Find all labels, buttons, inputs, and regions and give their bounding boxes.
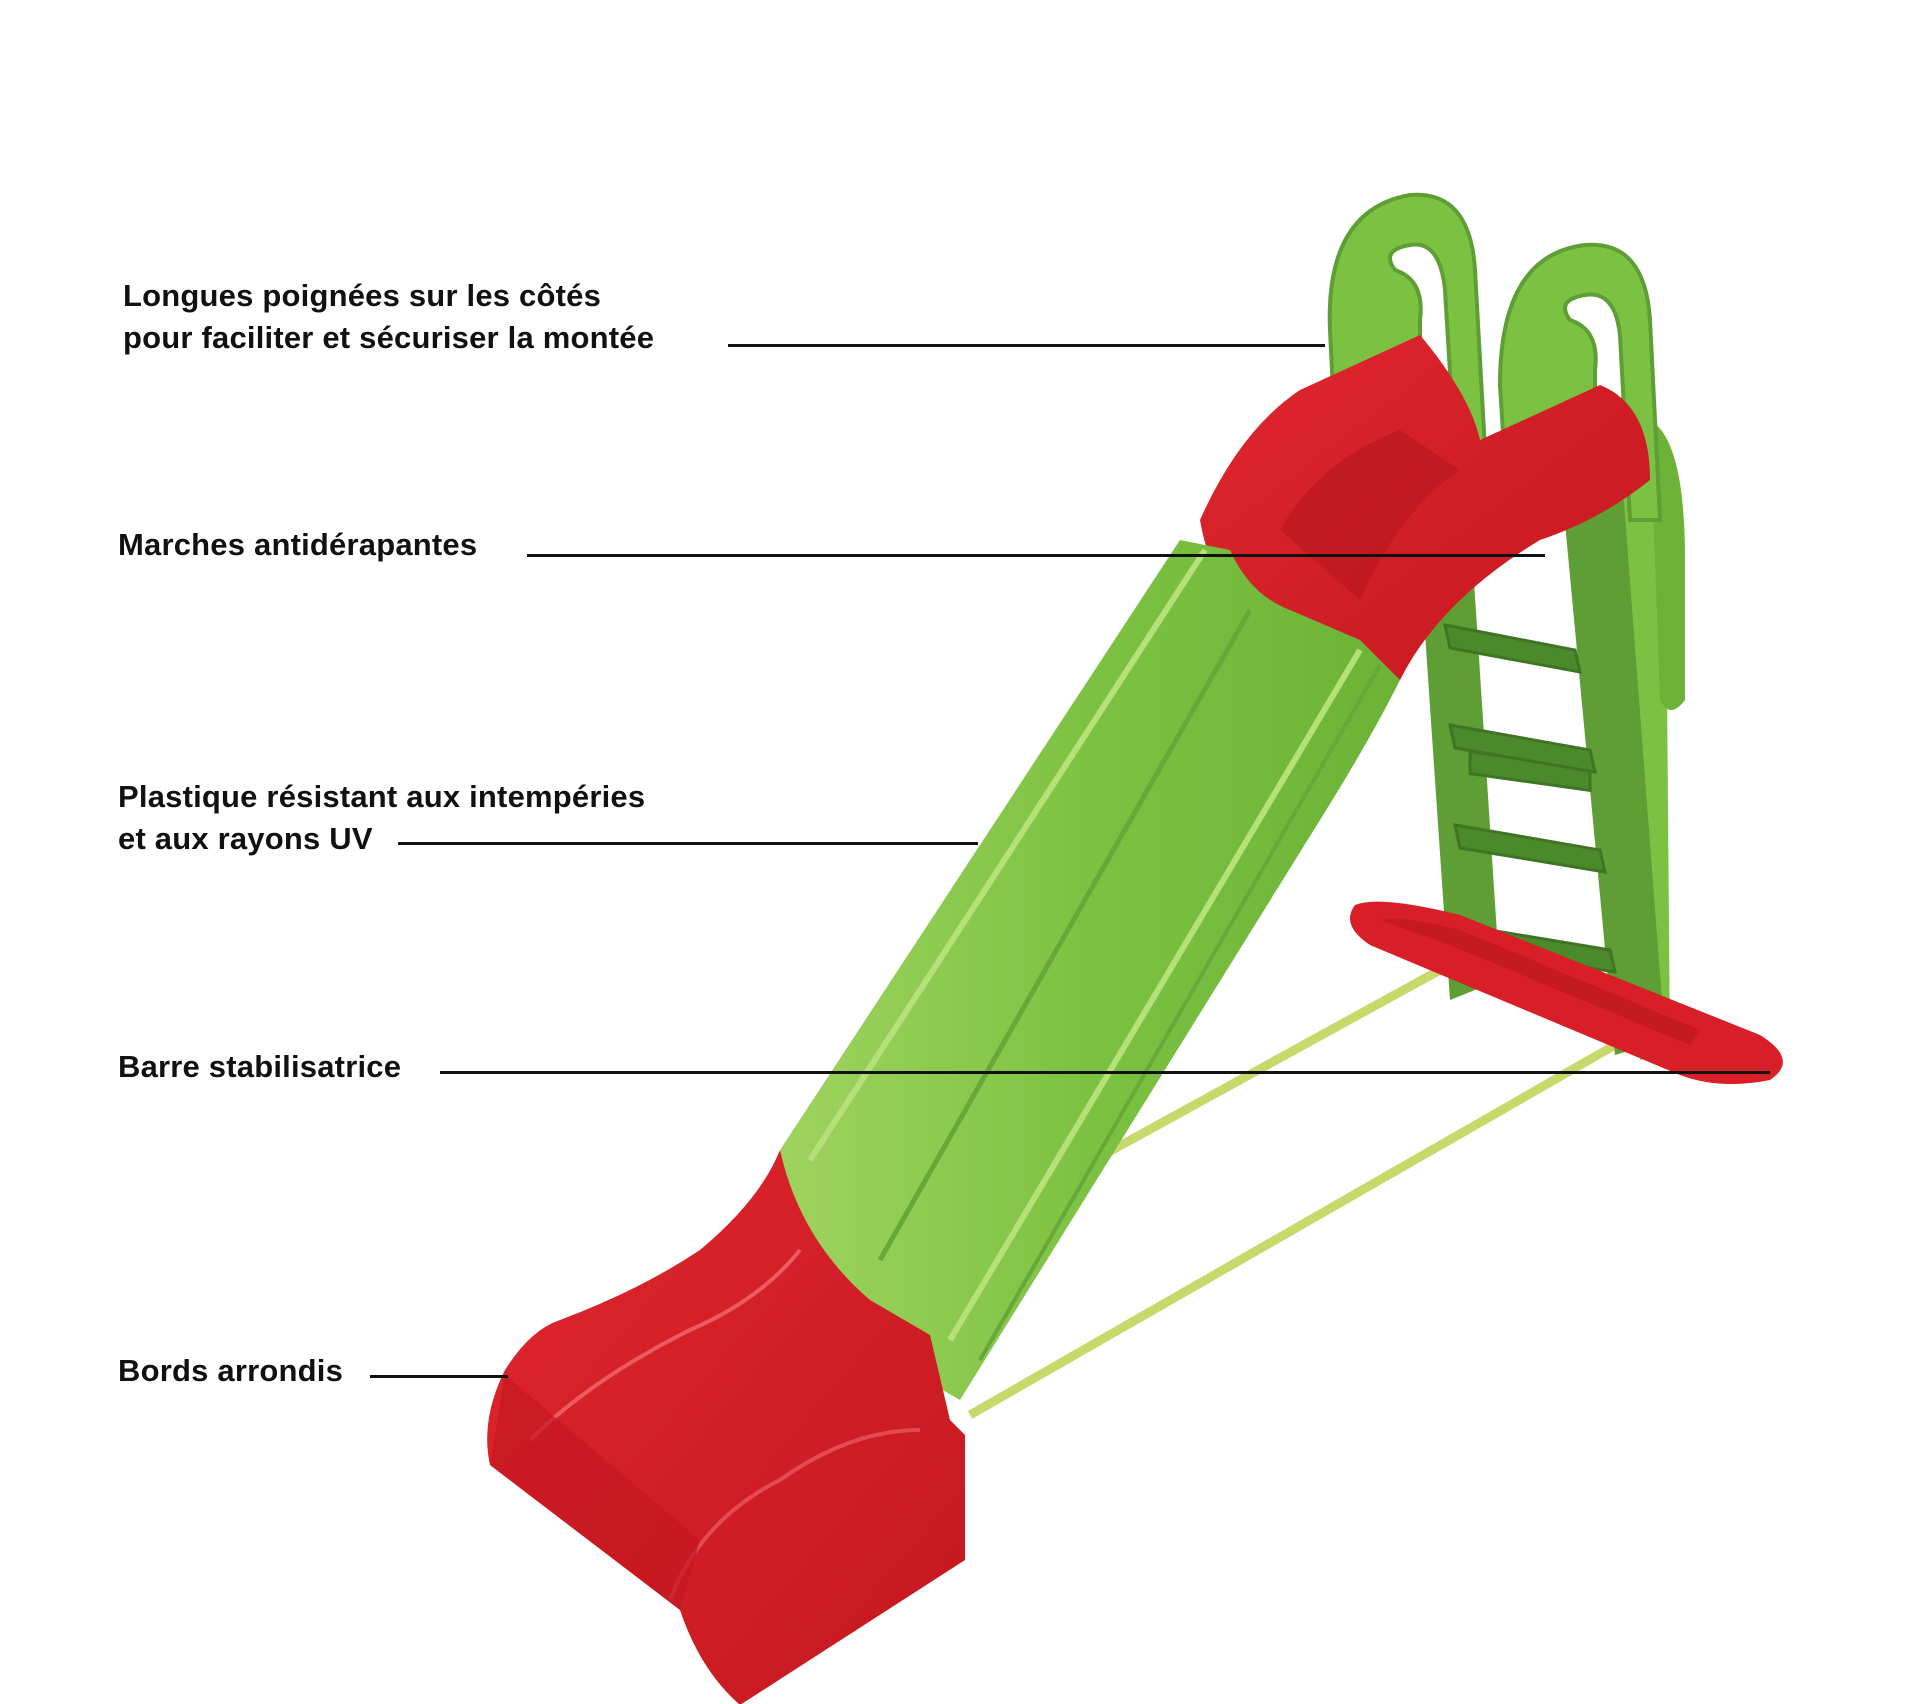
- callout-plastic-line-1: Plastique résistant aux intempéries: [118, 779, 646, 814]
- callout-steps-line-1: Marches antidérapantes: [118, 527, 478, 562]
- leader-line-steps: [527, 554, 1545, 557]
- slide-top-section: [1200, 335, 1650, 680]
- callout-handles-line-2: pour faciliter et sécuriser la montée: [123, 320, 655, 355]
- ladder: [1350, 420, 1783, 1084]
- callout-stabilizer: Barre stabilisatrice: [118, 1046, 401, 1088]
- slide-chute: [780, 540, 1400, 1400]
- callout-handles: Longues poignées sur les côtés pour faci…: [123, 275, 654, 359]
- callout-stabilizer-line-1: Barre stabilisatrice: [118, 1049, 402, 1084]
- leader-line-stabilizer: [440, 1071, 1770, 1074]
- callout-plastic-line-2: et aux rayons UV: [118, 821, 373, 856]
- stabilizer-bar: [967, 966, 1618, 1419]
- callout-steps: Marches antidérapantes: [118, 524, 477, 566]
- callout-edges-line-1: Bords arrondis: [118, 1353, 344, 1388]
- slide-bottom-section: [487, 1150, 965, 1704]
- leader-line-edges: [370, 1375, 508, 1378]
- callout-plastic: Plastique résistant aux intempéries et a…: [118, 776, 645, 860]
- callout-handles-line-1: Longues poignées sur les côtés: [123, 278, 602, 313]
- leader-line-plastic: [398, 842, 978, 845]
- callout-edges: Bords arrondis: [118, 1350, 343, 1392]
- leader-line-handles: [728, 344, 1325, 347]
